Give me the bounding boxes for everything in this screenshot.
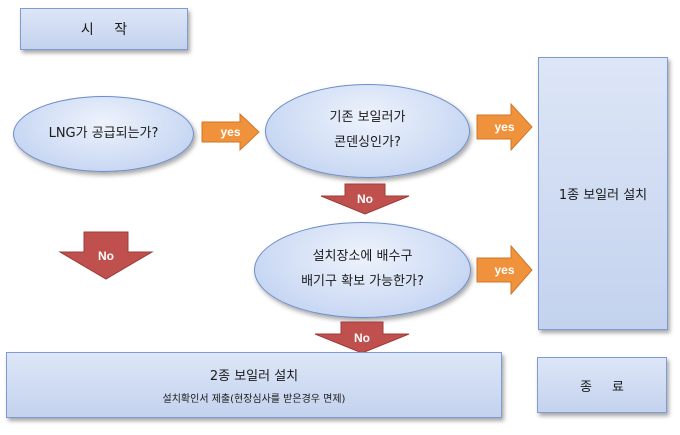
type2-boiler-box: 2종 보일러 설치 설치확인서 제출(현장심사를 받은경우 면제) [6, 352, 502, 418]
no-arrow-1: No [320, 183, 410, 215]
start-label: 시 작 [80, 22, 136, 38]
lng-question-node: LNG가 공급되는가? [13, 96, 194, 172]
type1-boiler-label: 1종 보일러 설치 [558, 188, 648, 203]
no-arrow-1-shape [320, 183, 410, 215]
yes-arrow-3: yes [476, 244, 533, 296]
end-label: 종 료 [579, 379, 633, 395]
condensing-question-line2: 콘덴싱인가? [334, 135, 401, 150]
start-box: 시 작 [20, 8, 188, 50]
yes-arrow-1-shape [201, 112, 260, 152]
exhaust-question-line1: 설치장소에 배수구 [312, 249, 413, 265]
yes-arrow-2-label: yes [494, 120, 515, 134]
no-arrow-lng-label: No [98, 248, 114, 263]
no-arrow-lng: No [58, 231, 154, 280]
yes-arrow-3-label: yes [494, 263, 515, 277]
condensing-question-node: 기존 보일러가 콘덴싱인가? [265, 84, 470, 178]
no-arrow-2: No [314, 321, 410, 354]
no-arrow-2-label: No [354, 330, 370, 345]
yes-arrow-2-shape [476, 102, 533, 152]
no-arrow-lng-shape [58, 231, 154, 280]
yes-arrow-1: yes [201, 112, 260, 152]
lng-question-label: LNG가 공급되는가? [48, 125, 159, 141]
condensing-question-line1: 기존 보일러가 [329, 110, 406, 126]
yes-arrow-2: yes [476, 102, 533, 152]
type2-boiler-title: 2종 보일러 설치 [209, 369, 299, 384]
yes-arrow-1-label: yes [220, 125, 241, 139]
end-box: 종 료 [537, 357, 667, 413]
no-arrow-1-label: No [357, 192, 373, 206]
yes-arrow-3-shape [476, 244, 533, 296]
exhaust-question-line2: 배기구 확보 가능한가? [301, 274, 424, 289]
exhaust-question-node: 설치장소에 배수구 배기구 확보 가능한가? [254, 222, 471, 318]
type2-boiler-note: 설치확인서 제출(현장심사를 받은경우 면제) [162, 394, 346, 405]
no-arrow-2-shape [314, 321, 410, 354]
type1-boiler-box: 1종 보일러 설치 [538, 57, 668, 330]
